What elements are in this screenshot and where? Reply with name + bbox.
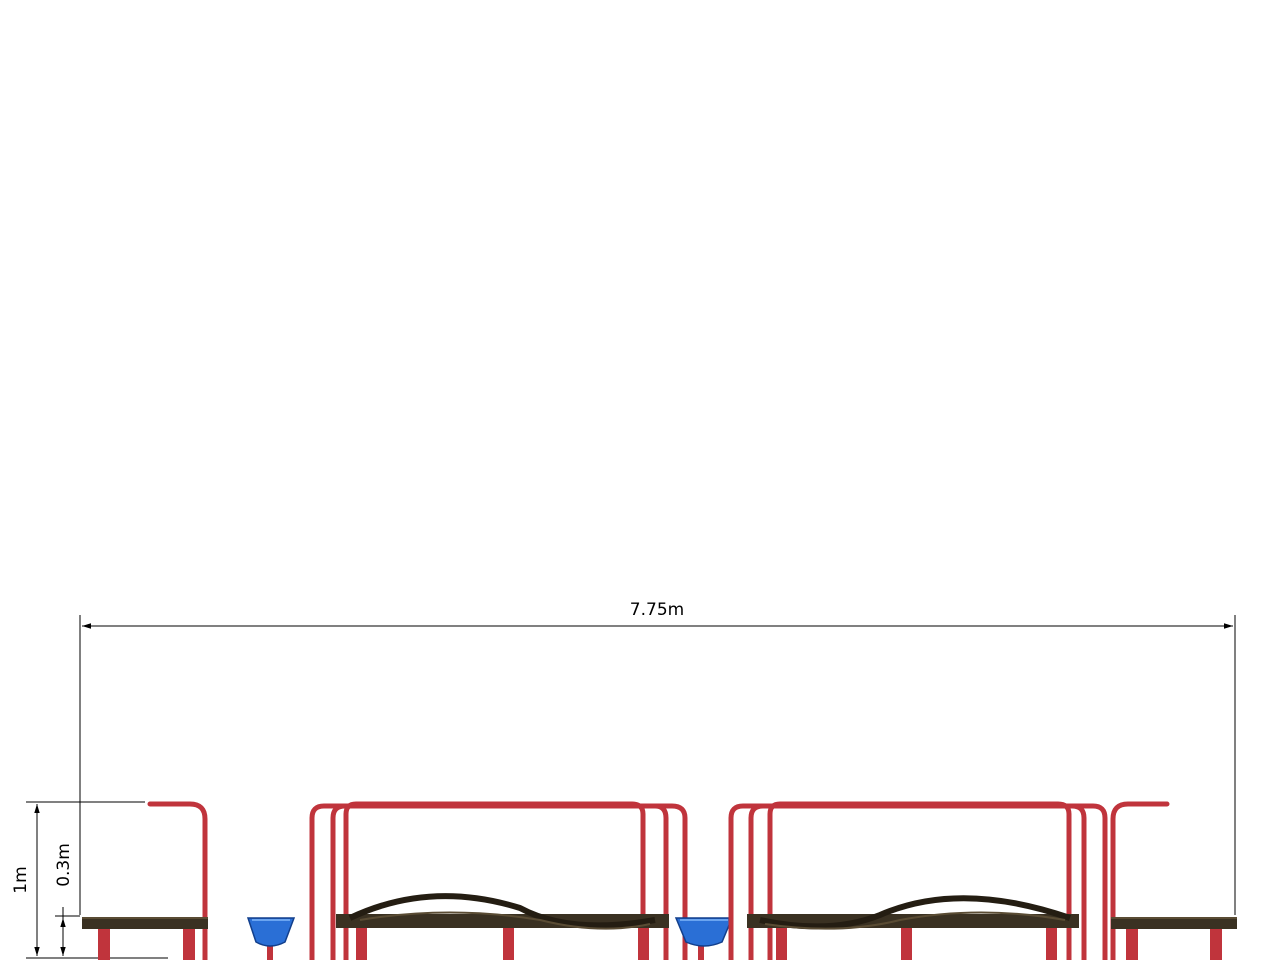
right-bridge-post (776, 928, 787, 960)
width-dimension: 7.75m (79, 600, 1236, 915)
right-platform (1110, 801, 1237, 960)
deck-height-dimension: 0.3m (54, 843, 80, 956)
left-bridge-module (309, 801, 688, 960)
left-stepping-stone (246, 917, 296, 960)
right-platform-deck-edge (1111, 917, 1237, 919)
left-platform (82, 801, 208, 960)
right-bridge-module (728, 801, 1108, 960)
right-bridge-arch-middle (748, 803, 1087, 960)
left-stepping-stone-post (267, 945, 273, 960)
height-dimension: 1m (11, 801, 168, 959)
left-platform-deck (82, 917, 208, 929)
left-bridge-arch-middle (330, 803, 669, 960)
left-bridge-arch-outer (309, 803, 688, 960)
right-platform-post (1126, 928, 1138, 960)
left-platform-handrail (147, 801, 208, 960)
left-bridge-post (638, 928, 649, 960)
right-bridge-post (1046, 928, 1057, 960)
left-platform-post (183, 928, 195, 960)
right-bridge-post (901, 928, 912, 960)
left-bridge-post (503, 928, 514, 960)
deck-height-dimension-label: 0.3m (54, 843, 74, 887)
width-dimension-label: 7.75m (630, 600, 684, 620)
right-bridge-arch-inner (767, 801, 1072, 960)
left-bridge-wave (348, 893, 656, 929)
left-platform-post (98, 928, 110, 960)
left-bridge-post (356, 928, 367, 960)
right-platform-handrail (1110, 801, 1170, 960)
right-platform-deck (1111, 917, 1237, 929)
right-platform-post (1210, 928, 1222, 960)
left-stepping-stone-cap (246, 917, 296, 947)
middle-stepping-stone-cap (674, 917, 734, 947)
middle-stepping-stone-post (698, 945, 704, 960)
right-bridge-wave (759, 895, 1071, 930)
left-bridge-arch-inner (343, 801, 646, 960)
left-bridge-wave-lower (359, 911, 651, 930)
right-bridge-wave-lower (764, 911, 1066, 930)
left-platform-deck-edge (82, 917, 208, 919)
middle-stepping-stone (674, 917, 734, 960)
height-dimension-label: 1m (11, 866, 31, 893)
